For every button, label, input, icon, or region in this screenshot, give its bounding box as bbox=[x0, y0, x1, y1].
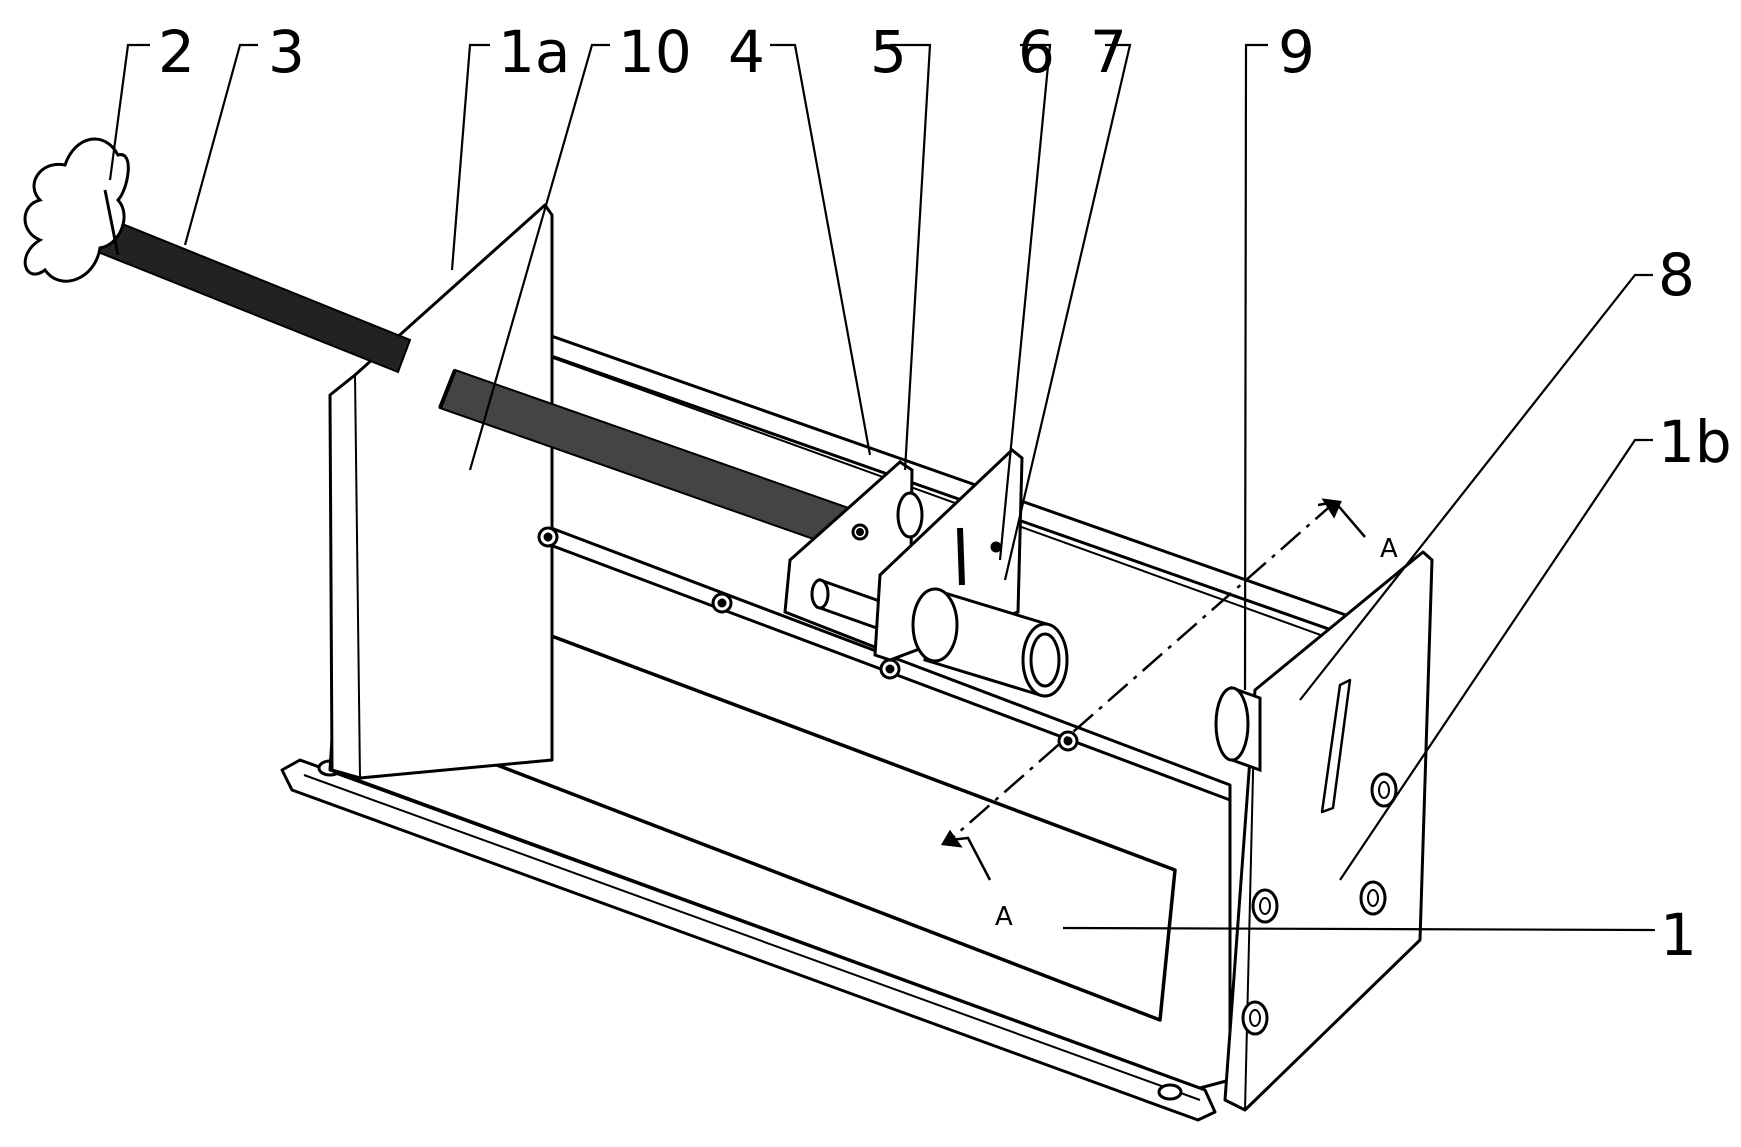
callout-1: 1 bbox=[1660, 901, 1697, 969]
callout-9: 9 bbox=[1278, 18, 1315, 86]
callout-1a: 1a bbox=[498, 18, 570, 86]
callout-7: 7 bbox=[1090, 18, 1127, 86]
section-marker-top: A bbox=[1380, 534, 1398, 564]
callout-10: 10 bbox=[618, 18, 692, 86]
callout-3: 3 bbox=[268, 18, 305, 86]
lead-screw bbox=[86, 213, 412, 374]
callout-4: 4 bbox=[728, 18, 765, 86]
hand-knob bbox=[23, 137, 130, 283]
leader-lines bbox=[108, 43, 1656, 932]
callout-8: 8 bbox=[1658, 241, 1695, 309]
callout-5: 5 bbox=[870, 18, 907, 86]
callout-2: 2 bbox=[158, 18, 195, 86]
end-stop bbox=[1214, 685, 1262, 773]
section-marker-bottom: A bbox=[995, 902, 1013, 932]
section-line bbox=[940, 498, 1366, 881]
cylinder-sleeve bbox=[911, 587, 1069, 698]
callout-6: 6 bbox=[1018, 18, 1055, 86]
base-frame bbox=[280, 203, 1434, 1122]
callout-1b: 1b bbox=[1658, 408, 1732, 476]
